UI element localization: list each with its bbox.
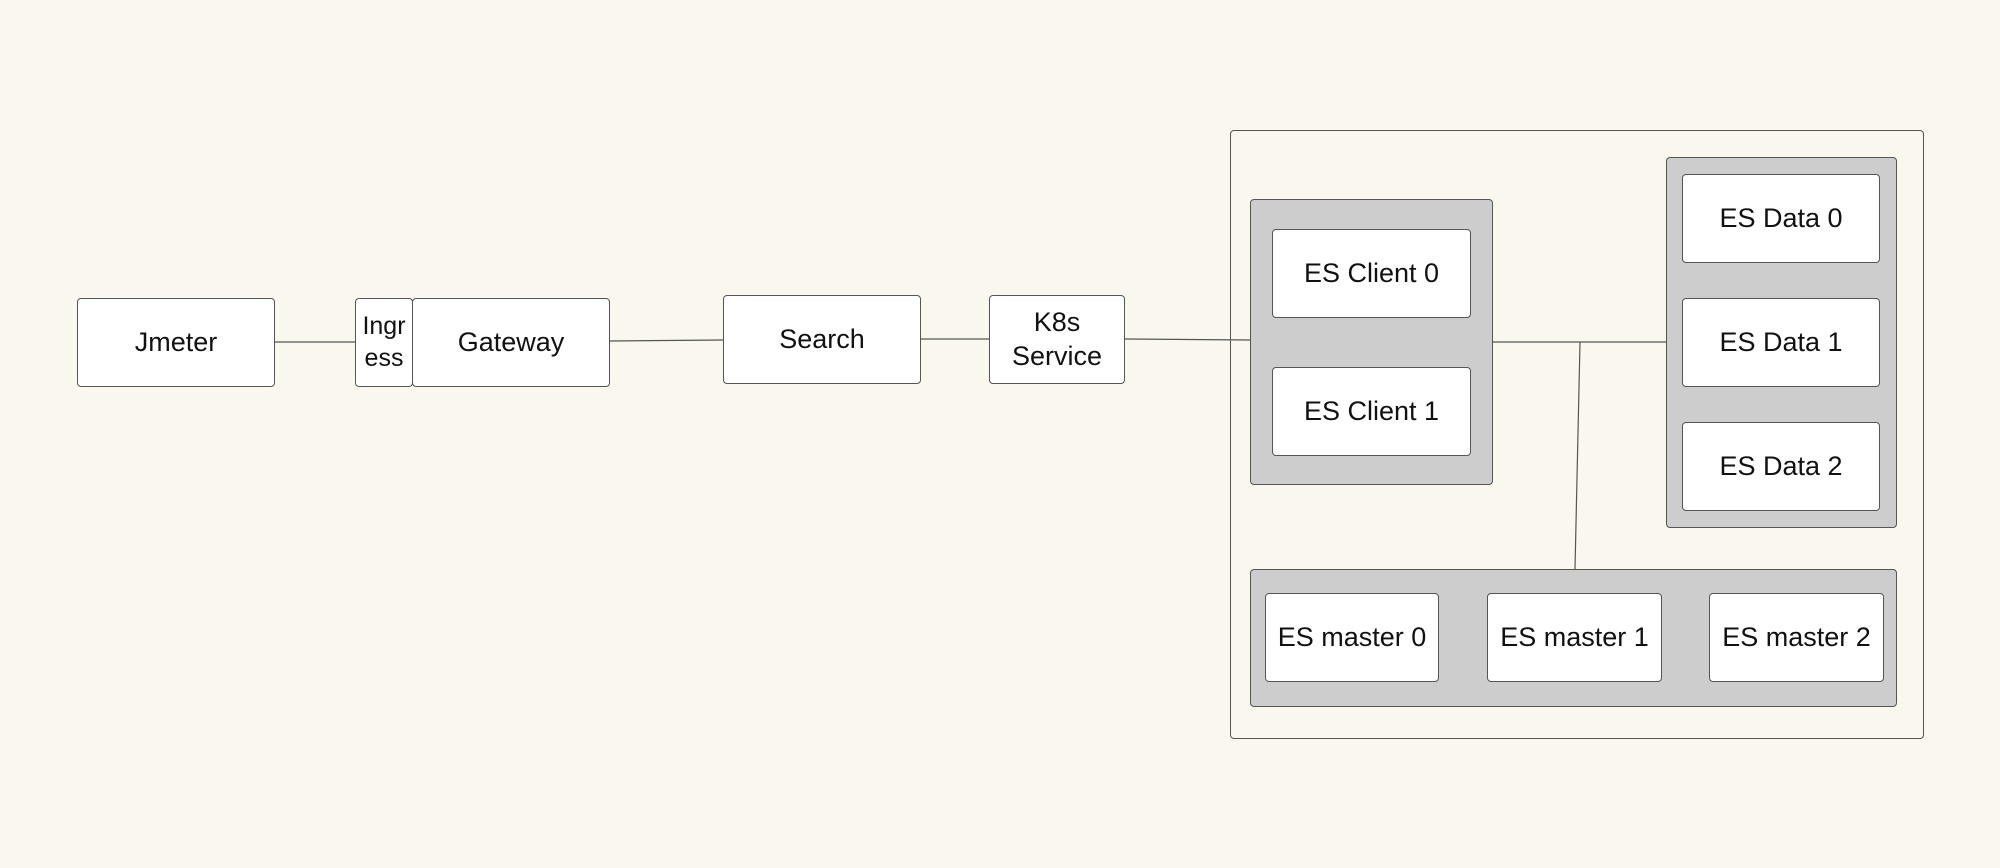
es-master-1-node[interactable]: ES master 1 [1487, 593, 1662, 682]
es-data-1-node[interactable]: ES Data 1 [1682, 298, 1880, 387]
es-data-0-node[interactable]: ES Data 0 [1682, 174, 1880, 263]
es-master-0-node[interactable]: ES master 0 [1265, 593, 1439, 682]
edge-gateway-search [609, 339, 725, 342]
gateway-node[interactable]: Gateway [412, 298, 610, 387]
es-data-2-node[interactable]: ES Data 2 [1682, 422, 1880, 511]
edge-k8s-clients [1123, 338, 1251, 341]
es-master-2-node[interactable]: ES master 2 [1709, 593, 1884, 682]
es-cluster-boundary [1230, 130, 1924, 739]
es-client-0-node[interactable]: ES Client 0 [1272, 229, 1471, 318]
k8s-service-node[interactable]: K8s Service [989, 295, 1125, 384]
search-node[interactable]: Search [723, 295, 921, 384]
edge-bus-masters [1574, 341, 1581, 570]
jmeter-node[interactable]: Jmeter [77, 298, 275, 387]
es-client-1-node[interactable]: ES Client 1 [1272, 367, 1471, 456]
ingress-node[interactable]: Ingr ess [355, 298, 413, 387]
